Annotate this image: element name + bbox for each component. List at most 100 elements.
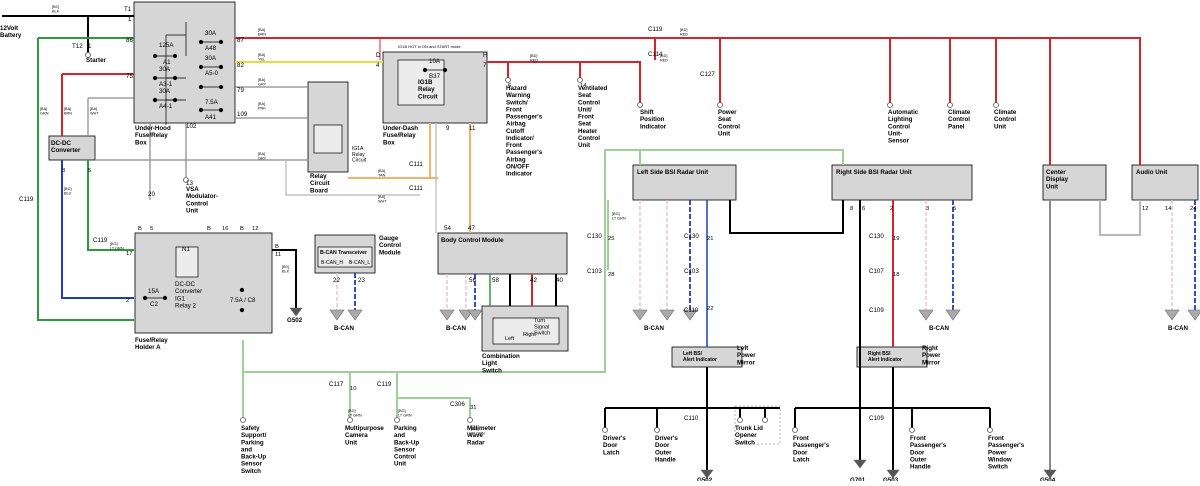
svg-text:2: 2 <box>890 206 893 212</box>
fuse-125a: 125A <box>159 42 174 49</box>
c110-a: C110 <box>684 307 699 314</box>
bcan-label-1: B-CAN <box>334 325 354 332</box>
pin-102: 102 <box>186 123 197 130</box>
pin-4: 4 <box>376 62 380 69</box>
svg-text:18: 18 <box>893 272 899 278</box>
svg-text:B: B <box>275 244 279 250</box>
pin-7: 7 <box>483 62 487 69</box>
dcdc-converter-box <box>48 135 96 161</box>
svg-text:8: 8 <box>850 206 853 212</box>
c119-b: C119 <box>19 196 34 203</box>
ground-g502-b: G502 <box>697 477 713 481</box>
svg-text:[BA]WHT: [BA]WHT <box>378 195 387 203</box>
wires <box>2 15 1196 470</box>
bcan-label-5: B-CAN <box>1168 325 1188 332</box>
wire-tags: [B0]BLK [BA]BRN [BA]YEL [BA]GRY [BA]PNK … <box>40 5 688 435</box>
pin-109: 109 <box>237 111 248 118</box>
bcan-label-3: B-CAN <box>644 325 664 332</box>
pin-20: 20 <box>148 191 155 198</box>
svg-text:17: 17 <box>126 251 132 257</box>
svg-text:[B0]BLK: [B0]BLK <box>52 5 60 13</box>
body-control-module-box <box>437 232 568 275</box>
c130-c: C130 <box>869 233 884 240</box>
svg-text:[BD]RED: [BD]RED <box>680 28 688 36</box>
svg-text:[BG]LT GRN: [BG]LT GRN <box>110 242 124 250</box>
svg-text:[BG]LT GRN: [BG]LT GRN <box>348 409 362 417</box>
center-display-box <box>1042 164 1107 201</box>
c111-b: C111 <box>409 185 423 192</box>
svg-text:[B0]BLK: [B0]BLK <box>282 265 290 273</box>
pin-11: 11 <box>469 125 476 132</box>
c103-a: C103 <box>587 268 602 275</box>
svg-text:[BA]WHT: [BA]WHT <box>90 107 99 115</box>
svg-text:28: 28 <box>608 272 614 278</box>
fuse-a5: A5-0 <box>205 70 219 77</box>
pin-47: 47 <box>468 225 475 232</box>
svg-text:14: 14 <box>580 83 587 89</box>
fuse-10a: 10A <box>429 58 441 65</box>
pin-23: 23 <box>358 277 365 284</box>
lbsi-label: Left Side BSI Radar Unit <box>637 169 708 176</box>
pin-1b: 1 <box>88 43 92 50</box>
svg-text:[BG]LT GRN: [BG]LT GRN <box>471 427 485 435</box>
ground-g504: G504 <box>1040 477 1056 481</box>
pin-75: 75 <box>126 73 133 80</box>
rbsi-label: Right Side BSI Radar Unit <box>836 169 912 176</box>
bcan-label-4: B-CAN <box>929 325 949 332</box>
c114: C114 <box>648 51 663 58</box>
endpoint-circles <box>85 52 999 433</box>
pin-58: 58 <box>492 277 499 284</box>
pin-t12: T12 <box>72 43 83 50</box>
c111-a: C111 <box>409 161 423 168</box>
svg-text:5: 5 <box>953 206 956 212</box>
ground-g502: G502 <box>287 317 303 324</box>
svg-text:3: 3 <box>62 168 65 174</box>
fuse-a41-rating: 7.5A <box>205 99 219 106</box>
fuse-b37: B37 <box>429 73 441 80</box>
n1-label: N1 <box>182 246 190 253</box>
pin-87: 87 <box>237 37 244 44</box>
svg-text:5: 5 <box>150 226 153 232</box>
svg-text:[BA]GRN: [BA]GRN <box>40 107 49 115</box>
pin-13: 13 <box>186 180 193 187</box>
svg-text:[BD]RED: [BD]RED <box>660 54 668 62</box>
c107: C107 <box>869 268 884 275</box>
svg-text:19: 19 <box>893 236 899 242</box>
ground-g701: G701 <box>850 477 866 481</box>
fuse-a1: A1 <box>163 59 171 66</box>
bcm-label: Body Control Module <box>441 237 504 244</box>
pin-9: 9 <box>446 125 450 132</box>
c103-b: C103 <box>684 268 699 275</box>
fuse-relay-holder-a <box>134 232 273 334</box>
c119-c: C119 <box>93 237 108 244</box>
right-bsi-radar-box <box>831 164 973 201</box>
pin-42: 42 <box>530 277 537 284</box>
svg-text:12: 12 <box>252 226 258 232</box>
svg-text:B: B <box>207 226 211 232</box>
fuse-15a: 15A <box>148 288 160 295</box>
svg-text:3: 3 <box>926 206 929 212</box>
svg-text:[BG]LT GRN: [BG]LT GRN <box>612 212 626 220</box>
box-internals <box>142 22 781 445</box>
